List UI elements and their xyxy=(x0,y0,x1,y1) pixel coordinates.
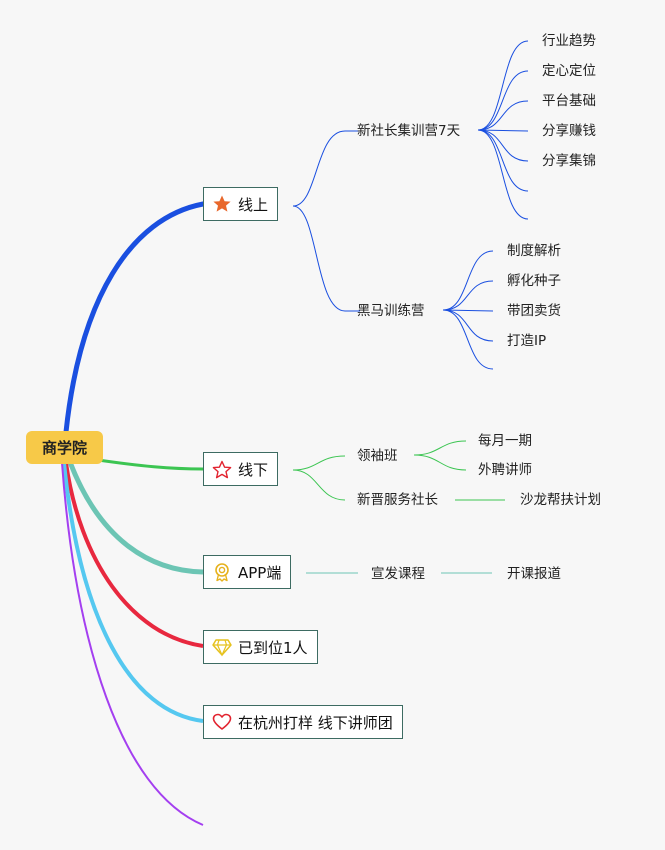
root-label: 商学院 xyxy=(41,439,87,457)
branch-link-app xyxy=(67,461,204,575)
node-hangzhou-label: 在杭州打样 线下讲师团 xyxy=(238,713,393,732)
node-leader-class[interactable]: 领袖班 xyxy=(357,448,398,464)
leaf-platform-basics[interactable]: 平台基础 xyxy=(542,93,596,109)
node-arrived-label: 已到位1人 xyxy=(238,638,308,657)
star-filled-icon xyxy=(212,194,232,214)
branch-link-offline xyxy=(97,458,204,471)
node-new-president-camp[interactable]: 新社长集训营7天 xyxy=(357,123,461,139)
heart-outline-icon xyxy=(212,712,232,732)
node-online-label: 线上 xyxy=(238,195,269,214)
branch-link-extra xyxy=(61,462,204,826)
leaf-team-selling[interactable]: 带团卖货 xyxy=(507,303,561,319)
branch-link-online xyxy=(63,201,206,435)
leaf-monthly-session[interactable]: 每月一期 xyxy=(478,433,532,449)
leaf-share-collection[interactable]: 分享集锦 xyxy=(542,153,596,169)
leaf-build-ip[interactable]: 打造IP xyxy=(507,333,547,349)
diamond-icon xyxy=(212,637,232,657)
node-app[interactable]: APP端 xyxy=(203,555,292,589)
node-offline-label: 线下 xyxy=(238,460,269,479)
node-dark-horse-camp[interactable]: 黑马训练营 xyxy=(357,303,425,319)
branch-link-arrived xyxy=(64,462,204,648)
star-outline-icon xyxy=(212,459,232,479)
node-hangzhou[interactable]: 在杭州打样 线下讲师团 xyxy=(203,705,403,739)
node-offline[interactable]: 线下 xyxy=(203,452,279,486)
leaf-salon-support-plan[interactable]: 沙龙帮扶计划 xyxy=(520,492,601,508)
node-promo-course[interactable]: 宣发课程 xyxy=(371,566,425,582)
node-arrived[interactable]: 已到位1人 xyxy=(203,630,318,664)
leaf-external-lecturer[interactable]: 外聘讲师 xyxy=(478,462,532,478)
leaf-seed-incubation[interactable]: 孵化种子 xyxy=(507,273,561,289)
award-ribbon-icon xyxy=(212,562,232,582)
node-app-label: APP端 xyxy=(238,563,282,582)
leaf-course-report[interactable]: 开课报道 xyxy=(507,566,561,582)
leaf-share-earn[interactable]: 分享赚钱 xyxy=(542,123,596,139)
node-new-service-president[interactable]: 新晋服务社长 xyxy=(357,492,438,508)
node-online[interactable]: 线上 xyxy=(203,187,279,221)
leaf-industry-trends[interactable]: 行业趋势 xyxy=(542,33,596,49)
root-node[interactable]: 商学院 xyxy=(26,431,103,464)
branch-link-hangzhou xyxy=(62,462,204,723)
leaf-system-analysis[interactable]: 制度解析 xyxy=(507,243,561,259)
leaf-positioning[interactable]: 定心定位 xyxy=(542,63,596,79)
